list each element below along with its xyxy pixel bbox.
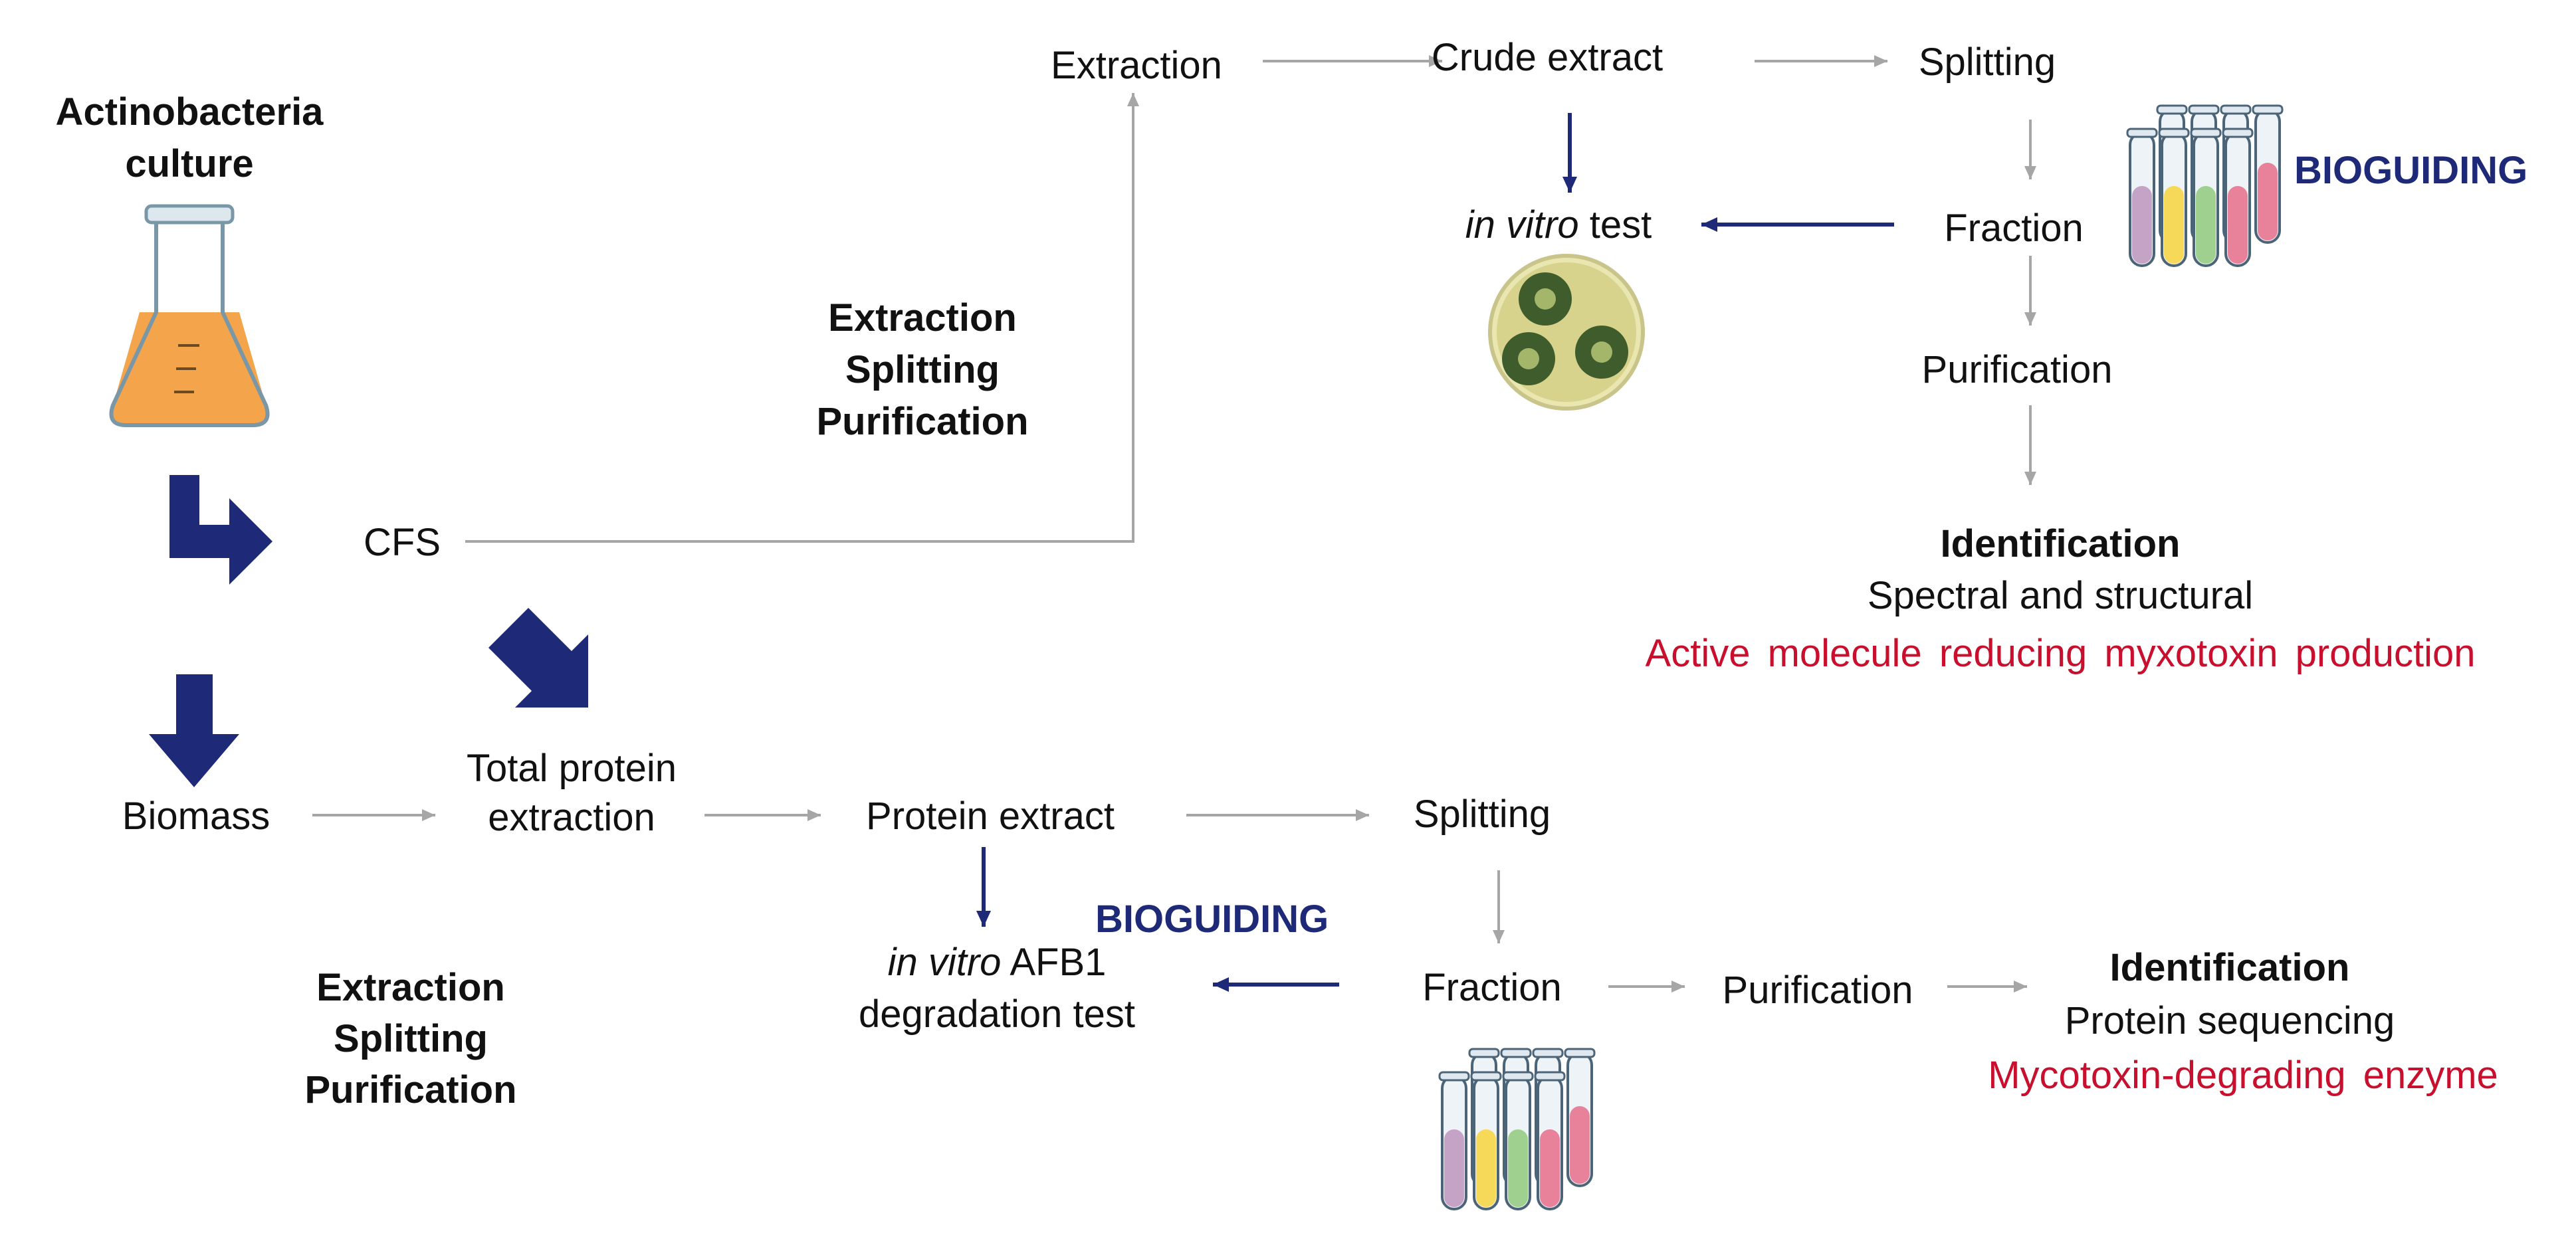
tube-rim: [2126, 128, 2158, 138]
culture-title-line1: Actinobacteria: [55, 90, 324, 134]
tube-rim: [1534, 1071, 1566, 1082]
tube-rim: [2158, 128, 2190, 138]
upper-result: Active molecule reducing myxotoxin produ…: [1645, 632, 2476, 675]
invitro-rest: test: [1578, 203, 1652, 246]
protein-extract: Protein extract: [866, 795, 1115, 838]
tube-rim: [2220, 104, 2252, 115]
tube-liquid: [2132, 186, 2152, 264]
tube-rim: [1564, 1048, 1596, 1058]
invitro-italic: in vitro: [1465, 203, 1579, 246]
lower-fraction: Fraction: [1422, 966, 1562, 1009]
upper-bioguiding: BIOGUIDING: [2294, 149, 2528, 192]
arrow-cfs-to-extraction: [465, 93, 1139, 543]
lower-result: Mycotoxin-degrading enzyme: [1988, 1054, 2498, 1097]
crude-extract: Crude extract: [1431, 36, 1664, 79]
lower-splitting: Splitting: [1413, 793, 1551, 836]
upper-step-splitting: Splitting: [845, 348, 1000, 391]
tube-rim: [1470, 1071, 1502, 1082]
lower-identification: Identification: [2109, 946, 2350, 989]
degradation-test: degradation test: [859, 993, 1135, 1036]
petri-dish-icon: [1488, 254, 1645, 411]
tube-liquid: [1540, 1129, 1560, 1207]
lower-step-splitting: Splitting: [334, 1017, 488, 1060]
upper-purification: Purification: [1921, 348, 2113, 391]
upper-step-extraction: Extraction: [828, 296, 1017, 339]
tube-rim: [1500, 1048, 1532, 1058]
protein-sequencing: Protein sequencing: [2064, 999, 2395, 1042]
lower-purification: Purification: [1722, 969, 1913, 1012]
tube-rim: [2190, 128, 2222, 138]
upper-invitro-test: in vitro test: [1465, 199, 1652, 251]
bent-arrow-icon: [169, 475, 272, 585]
tube-rim: [1438, 1071, 1470, 1082]
tube-liquid: [1570, 1106, 1590, 1184]
tube-rim: [2252, 104, 2284, 115]
tube-liquid: [1508, 1129, 1528, 1207]
tube-liquid: [2258, 163, 2278, 240]
invitro-afb1-rest: AFB1: [1001, 941, 1107, 984]
tube-rim: [1532, 1048, 1564, 1058]
tube-rim: [1468, 1048, 1500, 1058]
diagonal-arrow-icon: [488, 608, 588, 708]
down-arrow-icon: [149, 674, 239, 787]
lower-invitro-afb1: in vitro AFB1: [888, 937, 1107, 989]
test-tubes-icon: [1438, 1048, 1596, 1210]
invitro-italic-lower: in vitro: [887, 941, 1002, 984]
test-tubes-icon: [2126, 104, 2284, 267]
upper-step-purification: Purification: [816, 400, 1029, 443]
tube-rim: [2156, 104, 2188, 115]
tube-rim: [1502, 1071, 1534, 1082]
upper-fraction: Fraction: [1944, 207, 2084, 250]
tube-liquid: [1444, 1129, 1464, 1207]
upper-splitting: Splitting: [1918, 41, 2056, 84]
upper-extraction: Extraction: [1051, 44, 1222, 87]
lower-bioguiding: BIOGUIDING: [1095, 898, 1329, 941]
lower-step-extraction: Extraction: [316, 966, 505, 1009]
total-protein-line1: Total protein: [467, 747, 677, 790]
cfs-label: CFS: [364, 521, 441, 564]
tube-liquid: [2164, 186, 2184, 264]
tube-rim: [2188, 104, 2220, 115]
upper-identification: Identification: [1940, 522, 2181, 565]
lower-step-purification: Purification: [304, 1068, 517, 1111]
total-protein-line2: extraction: [488, 796, 655, 839]
flask-icon: [109, 204, 270, 427]
tube-rim: [2222, 128, 2254, 138]
culture-title-line2: culture: [125, 142, 254, 185]
spectral-structural: Spectral and structural: [1867, 574, 2254, 617]
tube-liquid: [2196, 186, 2216, 264]
biomass-label: Biomass: [122, 795, 270, 838]
tube-liquid: [1476, 1129, 1496, 1207]
tube-liquid: [2228, 186, 2248, 264]
